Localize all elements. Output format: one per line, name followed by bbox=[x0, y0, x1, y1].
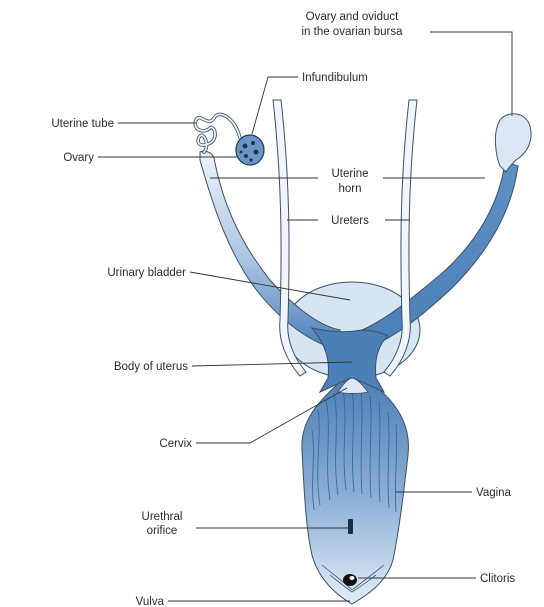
urethral-orifice-shape bbox=[348, 519, 353, 534]
label-ovary-oviduct-line2: in the ovarian bursa bbox=[301, 26, 403, 38]
clitoris-highlight bbox=[350, 576, 355, 580]
label-urethral-orifice-line1: Urethral bbox=[142, 511, 183, 523]
label-urinary-bladder: Urinary bladder bbox=[107, 267, 186, 279]
label-ovary-oviduct-line1: Ovary and oviduct bbox=[306, 11, 399, 23]
label-ureters: Ureters bbox=[331, 215, 369, 227]
label-uterine-horn-line2: horn bbox=[338, 183, 361, 195]
label-cervix: Cervix bbox=[159, 438, 192, 450]
label-infundibulum: Infundibulum bbox=[302, 72, 368, 84]
label-vulva: Vulva bbox=[136, 596, 165, 607]
label-clitoris: Clitoris bbox=[480, 573, 515, 585]
leader-ovary-oviduct bbox=[430, 32, 512, 116]
label-ovary: Ovary bbox=[63, 152, 94, 164]
uterine-tube-coil bbox=[195, 114, 240, 152]
label-vagina: Vagina bbox=[476, 487, 512, 499]
label-urethral-orifice-line2: orifice bbox=[147, 525, 178, 537]
label-body-of-uterus: Body of uterus bbox=[114, 361, 188, 373]
label-uterine-horn-line1: Uterine bbox=[331, 168, 368, 180]
vagina-shape bbox=[302, 380, 409, 604]
right-uterine-horn bbox=[362, 162, 518, 350]
label-uterine-tube: Uterine tube bbox=[51, 118, 114, 130]
right-ovary-bursa bbox=[495, 114, 531, 172]
clitoris-shape bbox=[343, 574, 357, 586]
